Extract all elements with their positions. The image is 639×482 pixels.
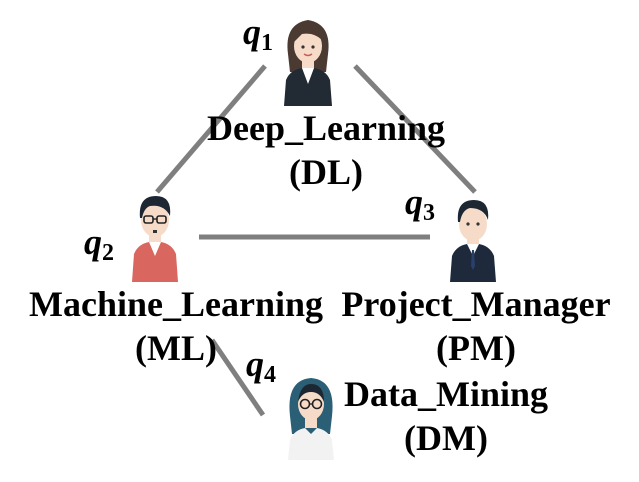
node-pm-abbr: (PM) [436,328,516,368]
node-dl-variable: q1 [243,12,273,56]
node-dm-name: Data_Mining [343,374,549,414]
node-dm-variable: q4 [246,344,276,388]
node-dl-name: Deep_Learning [207,108,445,148]
node-ml-variable: q2 [84,222,114,266]
node-ml-name: Machine_Learning [29,284,323,324]
man-suit-avatar-icon [450,200,496,282]
node-ml-abbr: (ML) [135,328,217,368]
node-dm-abbr: (DM) [404,418,488,458]
woman-suit-avatar-icon [284,20,332,106]
node-dl-abbr: (DL) [289,152,363,192]
edge-dl-ml [155,64,267,194]
edge-dl-pm [353,64,477,194]
node-pm-name: Project_Manager [341,284,611,324]
woman-glasses-avatar-icon [288,378,334,460]
man-glasses-avatar-icon [132,196,178,282]
edge-ml-dm [209,338,266,417]
node-pm-variable: q3 [405,182,435,226]
